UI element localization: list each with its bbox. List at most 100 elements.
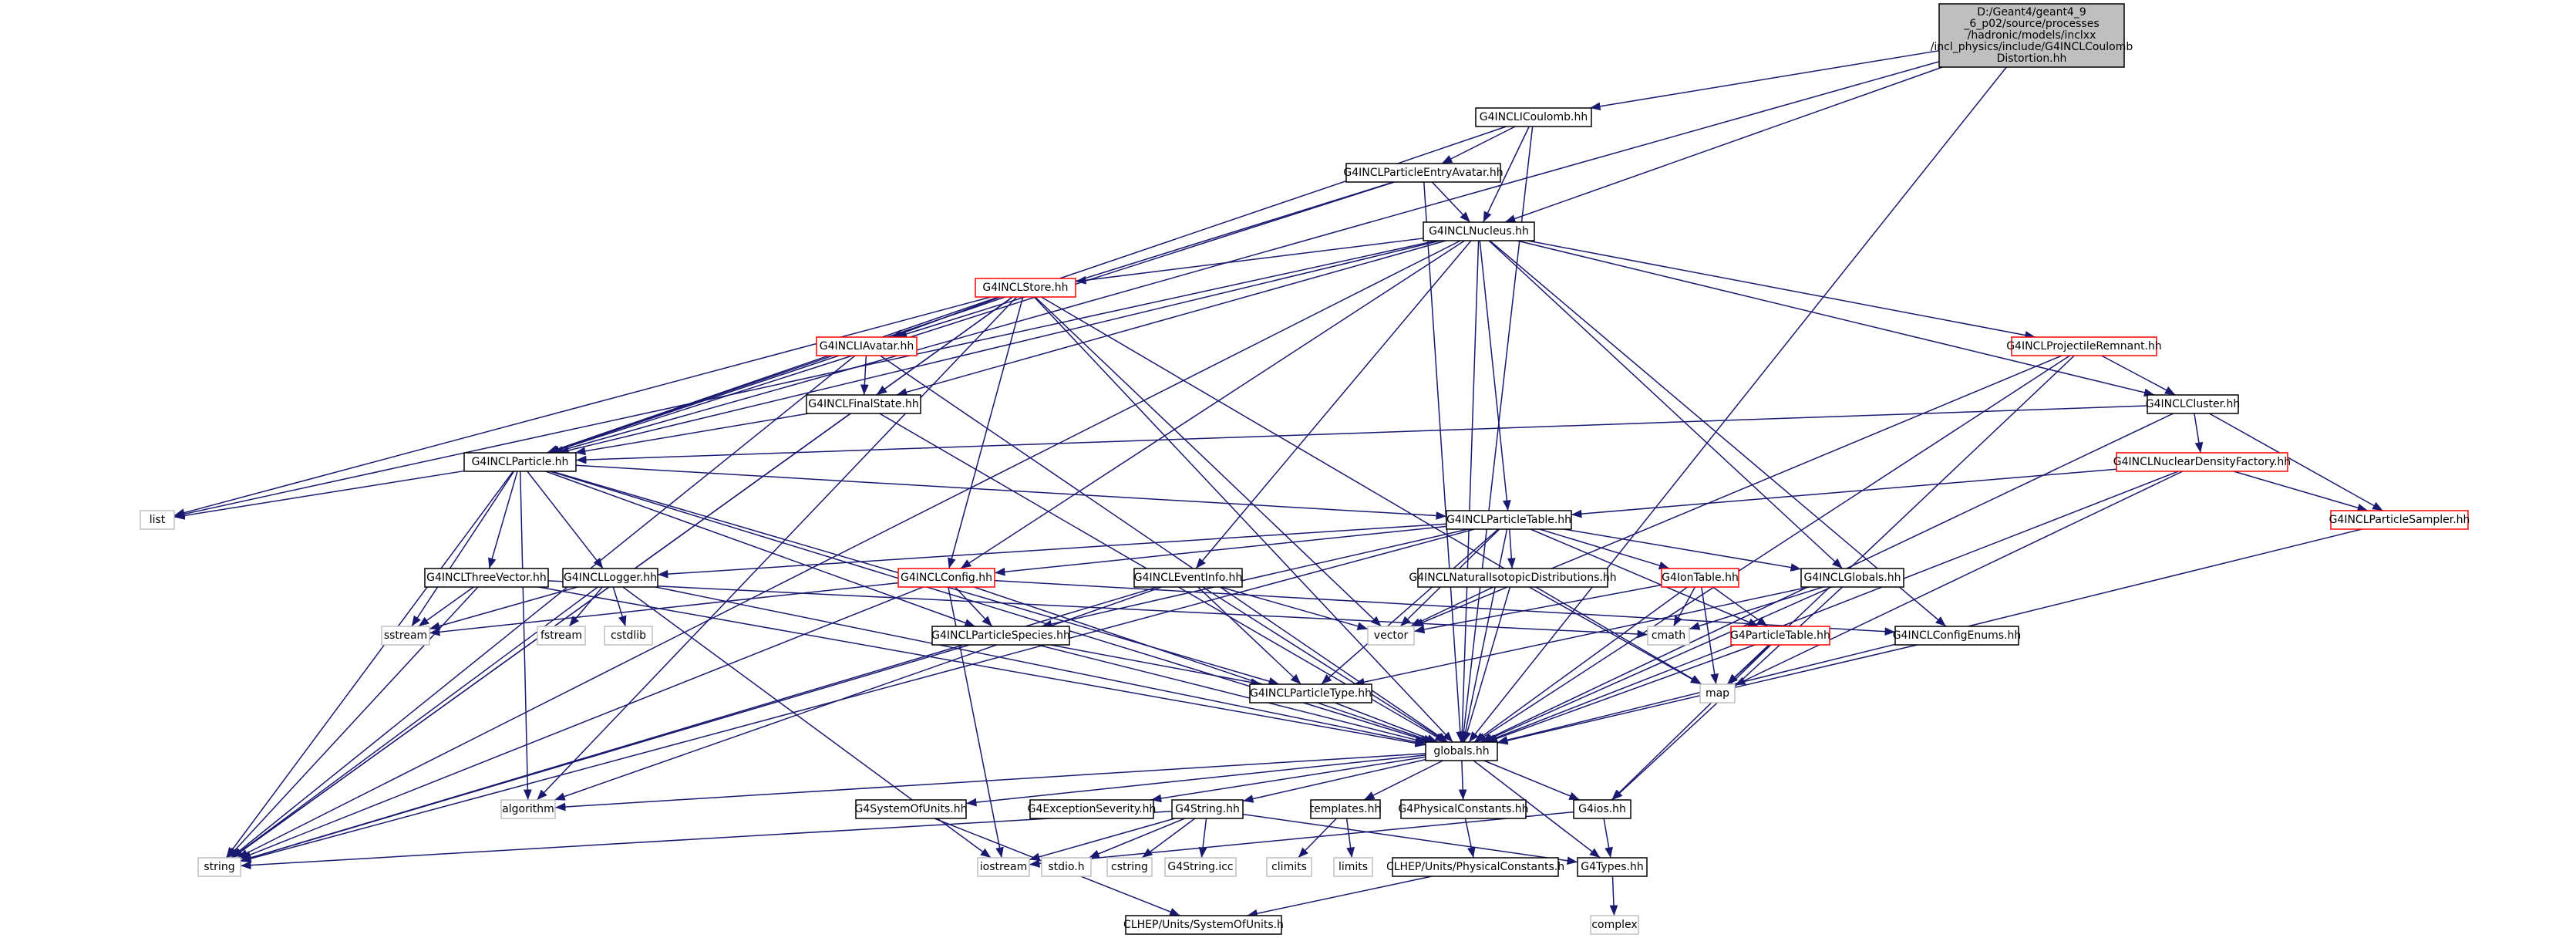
node-config[interactable]: G4INCLConfig.hh — [897, 568, 995, 588]
node-nucdensity[interactable]: G4INCLNuclearDensityFactory.hh — [2113, 452, 2291, 472]
edge-root-to-coulomb — [1590, 49, 1940, 111]
node-box-projremnant — [2011, 336, 2157, 356]
edge-config-to-pspecies — [955, 586, 993, 627]
node-eventinfo[interactable]: G4INCLEventInfo.hh — [1133, 568, 1243, 588]
node-g4ptable[interactable]: G4ParticleTable.hh — [1730, 626, 1830, 646]
node-label-nucleus: G4INCLNucleus.hh — [1429, 225, 1529, 238]
node-label-vector: vector — [1374, 629, 1409, 642]
edge-finalstate-to-particle — [574, 413, 809, 456]
node-cmath[interactable]: cmath — [1647, 626, 1690, 646]
node-templates[interactable]: templates.hh — [1310, 799, 1382, 819]
node-g4types[interactable]: G4Types.hh — [1577, 857, 1648, 877]
node-label-g4ptable: G4ParticleTable.hh — [1730, 629, 1830, 642]
node-projremnant[interactable]: G4INCLProjectileRemnant.hh — [2006, 336, 2162, 356]
node-g4stringicc[interactable]: G4String.icc — [1164, 857, 1237, 877]
node-fstream[interactable]: fstream — [537, 626, 586, 646]
node-label-root-line-3: /incl_physics/include/G4INCLCoulomb — [1931, 41, 2133, 53]
edge-nucleus-to-string — [237, 240, 1461, 859]
node-cluster[interactable]: G4INCLCluster.hh — [2146, 394, 2241, 414]
node-nucleus[interactable]: G4INCLNucleus.hh — [1423, 221, 1535, 241]
node-pspecies[interactable]: G4INCLParticleSpecies.hh — [931, 626, 1070, 646]
node-iavatar[interactable]: G4INCLIAvatar.hh — [816, 336, 918, 356]
node-limits[interactable]: limits — [1333, 857, 1373, 877]
node-label-g4ios: G4ios.hh — [1578, 803, 1626, 815]
node-g4string[interactable]: G4String.hh — [1171, 799, 1244, 819]
node-physconst[interactable]: G4PhysicalConstants.hh — [1398, 799, 1529, 819]
edge-store-to-vector — [1035, 296, 1382, 627]
edge-ptable-to-g4ptable — [1530, 528, 1759, 627]
node-configenums[interactable]: G4INCLConfigEnums.hh — [1893, 626, 2022, 646]
node-stdio[interactable]: stdio.h — [1041, 857, 1092, 877]
edge-threevec-to-sstream — [418, 586, 474, 627]
edge-eventinfo-to-globals — [1202, 586, 1447, 743]
node-vector[interactable]: vector — [1367, 626, 1415, 646]
node-psampler[interactable]: G4INCLParticleSampler.hh — [2329, 510, 2470, 530]
node-sstream[interactable]: sstream — [381, 626, 430, 646]
edge-nucdensity-to-psampler — [2233, 471, 2369, 512]
node-label-root-line-2: /hadronic/models/inclxx — [1968, 29, 2096, 42]
node-box-clhepphys — [1392, 857, 1559, 877]
node-box-sysunits — [855, 799, 967, 819]
node-algorithm[interactable]: algorithm — [500, 799, 556, 819]
node-threevec[interactable]: G4INCLThreeVector.hh — [424, 568, 549, 588]
node-iontable[interactable]: G4IonTable.hh — [1661, 568, 1739, 588]
node-cstdlib[interactable]: cstdlib — [604, 626, 653, 646]
node-box-ptype — [1249, 683, 1372, 704]
node-box-iontable — [1661, 568, 1739, 588]
edge-ptable-to-config — [994, 525, 1447, 576]
node-clhepphys[interactable]: CLHEP/Units/PhysicalConstants.h — [1386, 857, 1564, 877]
node-finalstate[interactable]: G4INCLFinalState.hh — [806, 394, 921, 414]
node-label-string: string — [204, 861, 234, 873]
node-box-fstream — [537, 626, 586, 646]
node-natiso[interactable]: G4INCLNaturalIsotopicDistributions.hh — [1409, 568, 1617, 588]
node-store[interactable]: G4INCLStore.hh — [975, 278, 1076, 298]
edge-coulomb-to-globals — [1460, 126, 1534, 743]
edge-particle-to-pspecies — [545, 471, 976, 627]
node-cstring[interactable]: cstring — [1106, 857, 1153, 877]
node-inclglobals[interactable]: G4INCLGlobals.hh — [1800, 568, 1904, 588]
node-root[interactable]: D:/Geant4/geant4_9_6_p02/source/processe… — [1931, 3, 2133, 68]
edge-globals-to-g4string — [1242, 758, 1426, 803]
edge-config-to-string — [240, 586, 924, 859]
node-logger[interactable]: G4INCLLogger.hh — [562, 568, 658, 588]
node-clhepunits[interactable]: CLHEP/Units/SystemOfUnits.h — [1123, 915, 1284, 935]
node-string[interactable]: string — [197, 857, 241, 877]
edge-natiso-to-globals — [1463, 586, 1511, 743]
node-map[interactable]: map — [1699, 683, 1736, 704]
edge-particle-to-string — [225, 471, 514, 859]
edge-g4string-to-cstring — [1141, 818, 1196, 859]
edge-config-to-sstream — [429, 582, 899, 636]
node-globals[interactable]: globals.hh — [1425, 741, 1498, 761]
node-box-inclglobals — [1800, 568, 1904, 588]
node-box-iostream — [977, 857, 1030, 877]
node-label-natiso: G4INCLNaturalIsotopicDistributions.hh — [1409, 572, 1616, 584]
node-list[interactable]: list — [140, 510, 175, 530]
edge-g4ios-to-g4types — [1603, 818, 1613, 859]
node-particle[interactable]: G4INCLParticle.hh — [463, 452, 577, 472]
node-coulomb[interactable]: G4INCLICoulomb.hh — [1475, 107, 1592, 127]
node-ptype[interactable]: G4INCLParticleType.hh — [1249, 683, 1372, 704]
node-label-particle: G4INCLParticle.hh — [472, 456, 569, 468]
node-sysunits[interactable]: G4SystemOfUnits.hh — [855, 799, 968, 819]
nodes-layer: D:/Geant4/geant4_9_6_p02/source/processe… — [140, 3, 2470, 935]
node-box-configenums — [1894, 626, 2019, 646]
edge-g4string-to-g4stringicc — [1198, 818, 1207, 859]
node-box-logger — [562, 568, 658, 588]
node-peavatar[interactable]: G4INCLParticleEntryAvatar.hh — [1343, 163, 1504, 183]
edge-inclglobals-to-cmath — [1689, 586, 1823, 630]
edge-globals-to-algorithm — [554, 753, 1426, 811]
node-label-root-line-1: _6_p02/source/processes — [1963, 18, 2099, 30]
node-climits[interactable]: climits — [1266, 857, 1312, 877]
node-label-config: G4INCLConfig.hh — [901, 572, 992, 584]
edge-logger-to-globals — [655, 586, 1426, 747]
node-complex[interactable]: complex — [1590, 915, 1639, 935]
node-iostream[interactable]: iostream — [977, 857, 1030, 877]
edge-nucleus-to-configenums — [1489, 240, 1947, 627]
edge-nucleus-to-cluster — [1517, 240, 2155, 397]
edge-nucdensity-to-globals — [1484, 471, 2179, 743]
node-exceptsev[interactable]: G4ExceptionSeverity.hh — [1028, 799, 1157, 819]
node-g4ios[interactable]: G4ios.hh — [1573, 799, 1631, 819]
node-label-algorithm: algorithm — [502, 803, 554, 815]
node-box-climits — [1266, 857, 1312, 877]
node-ptable[interactable]: G4INCLParticleTable.hh — [1446, 510, 1572, 530]
